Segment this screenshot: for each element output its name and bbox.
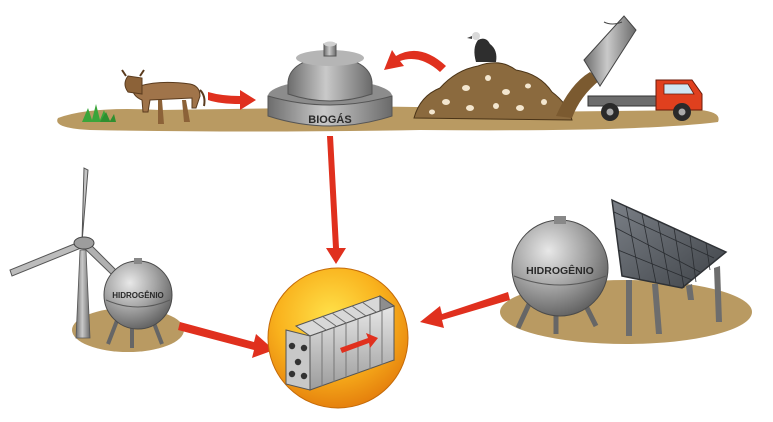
cow-icon: [121, 69, 206, 124]
hydrogen-tank-right-icon: [511, 216, 609, 334]
grass-icon: [82, 104, 116, 122]
arrow-left-tank-to-fuel-cell: [178, 322, 274, 358]
arrow-biodigester-to-fuel-cell: [326, 136, 346, 264]
dump-truck-icon: [556, 15, 703, 121]
fuel-cell-icon: [267, 267, 409, 409]
vulture-icon: [467, 32, 497, 62]
hydrogen-left-label: HIDROGÊNIO: [112, 291, 164, 300]
solar-panel-icon: [611, 198, 728, 336]
arrow-right-tank-to-fuel-cell: [420, 292, 510, 328]
arrow-compost-to-biodigester: [384, 50, 446, 72]
compost-pile-icon: [413, 62, 573, 121]
hydrogen-tank-left-icon: [103, 258, 173, 348]
biogas-label: BIOGÁS: [308, 113, 351, 126]
hydrogen-right-label: HIDROGÊNIO: [526, 264, 594, 277]
arrow-cow-to-biodigester: [208, 90, 256, 110]
biodigester-icon: [267, 41, 393, 127]
